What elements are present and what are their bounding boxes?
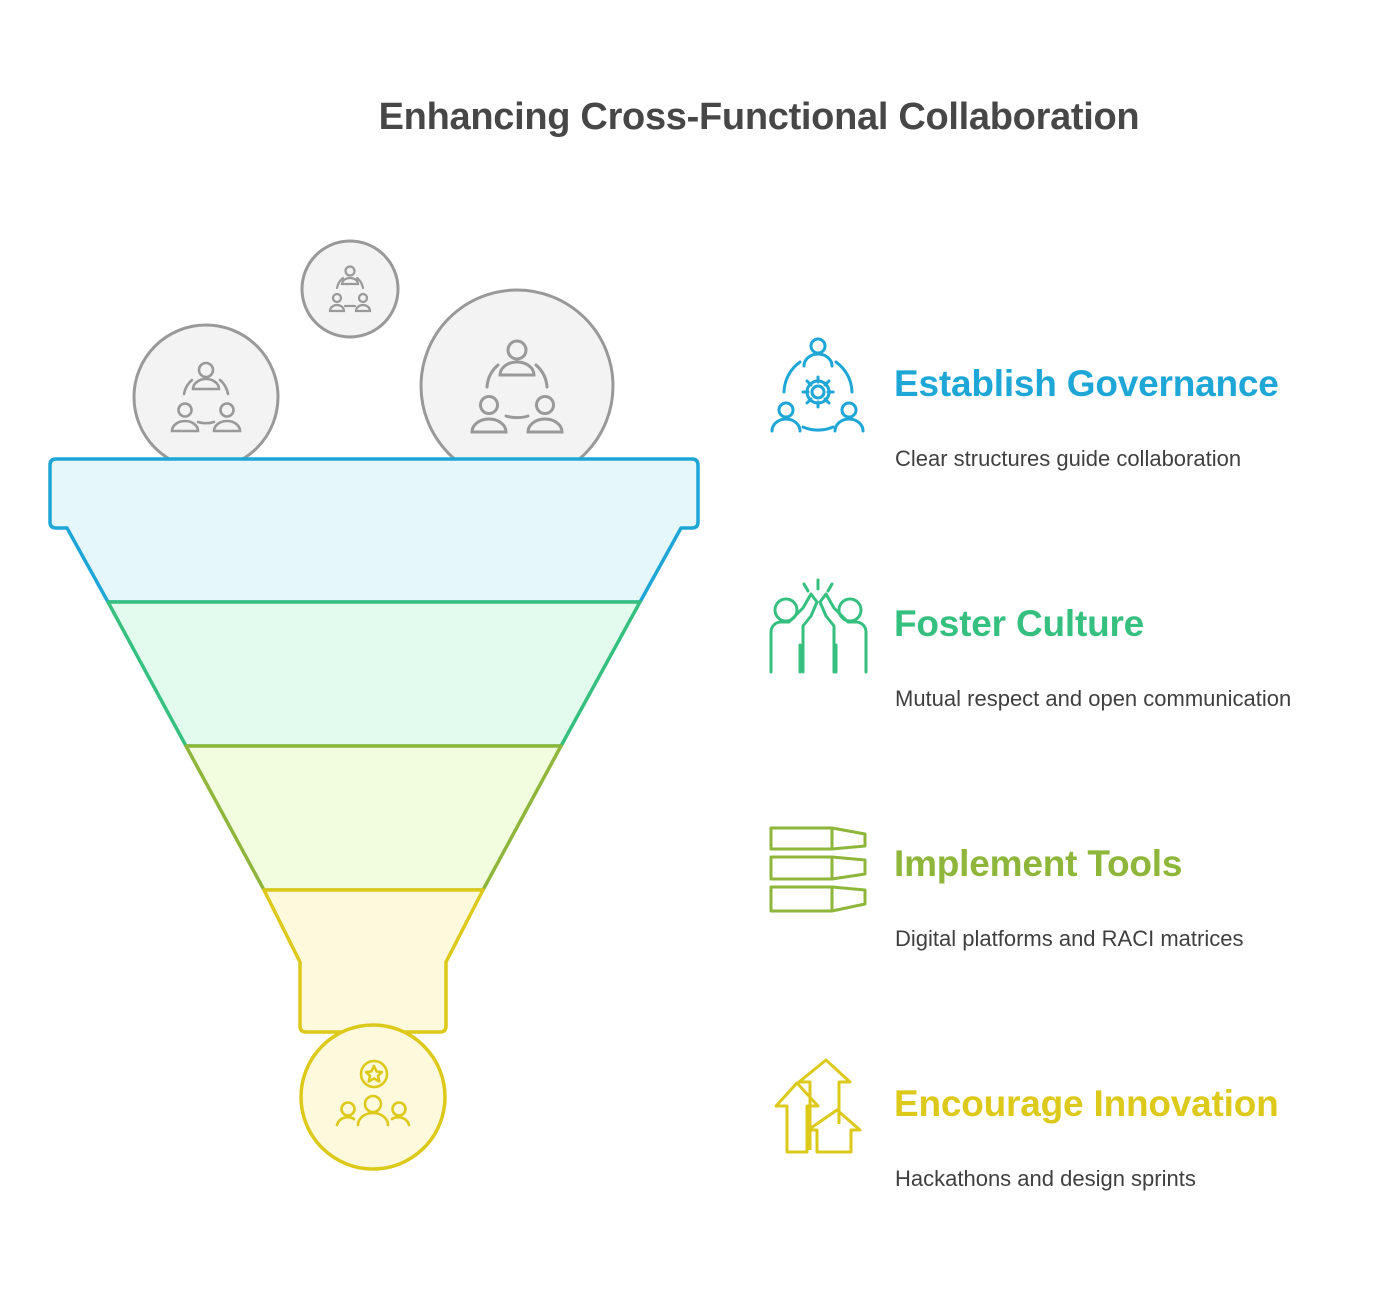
team-network-icon [470,339,564,434]
stage-title-governance: Establish Governance [894,363,1279,404]
funnel-band-tools [184,744,563,892]
team-network-icon [170,361,242,433]
stage-description-governance: Clear structures guide collaboration [895,446,1242,471]
funnel-band-culture [106,600,642,748]
team-star-icon [335,1059,411,1127]
team-network-icon [328,265,372,313]
funnel-band-governance [48,457,700,604]
team-gear-icon [770,337,865,433]
output-circle [299,1023,447,1171]
diagram-title: Enhancing Cross-Functional Collaboration [378,96,1140,138]
input-circle-small [300,239,400,339]
stage-description-innovation: Hackathons and design sprints [895,1166,1196,1191]
high-five-icon [769,578,868,674]
input-circle-left [132,323,280,471]
funnel-band-innovation [262,888,485,1034]
stage-description-culture: Mutual respect and open communication [895,686,1292,711]
growth-arrows-icon [774,1058,862,1154]
stage-description-tools: Digital platforms and RACI matrices [895,926,1244,951]
stacked-blocks-icon [769,826,867,913]
stage-title-tools: Implement Tools [894,843,1183,884]
stage-title-culture: Foster Culture [894,603,1145,644]
stage-title-innovation: Encourage Innovation [894,1083,1279,1124]
input-circle-large [419,288,615,484]
